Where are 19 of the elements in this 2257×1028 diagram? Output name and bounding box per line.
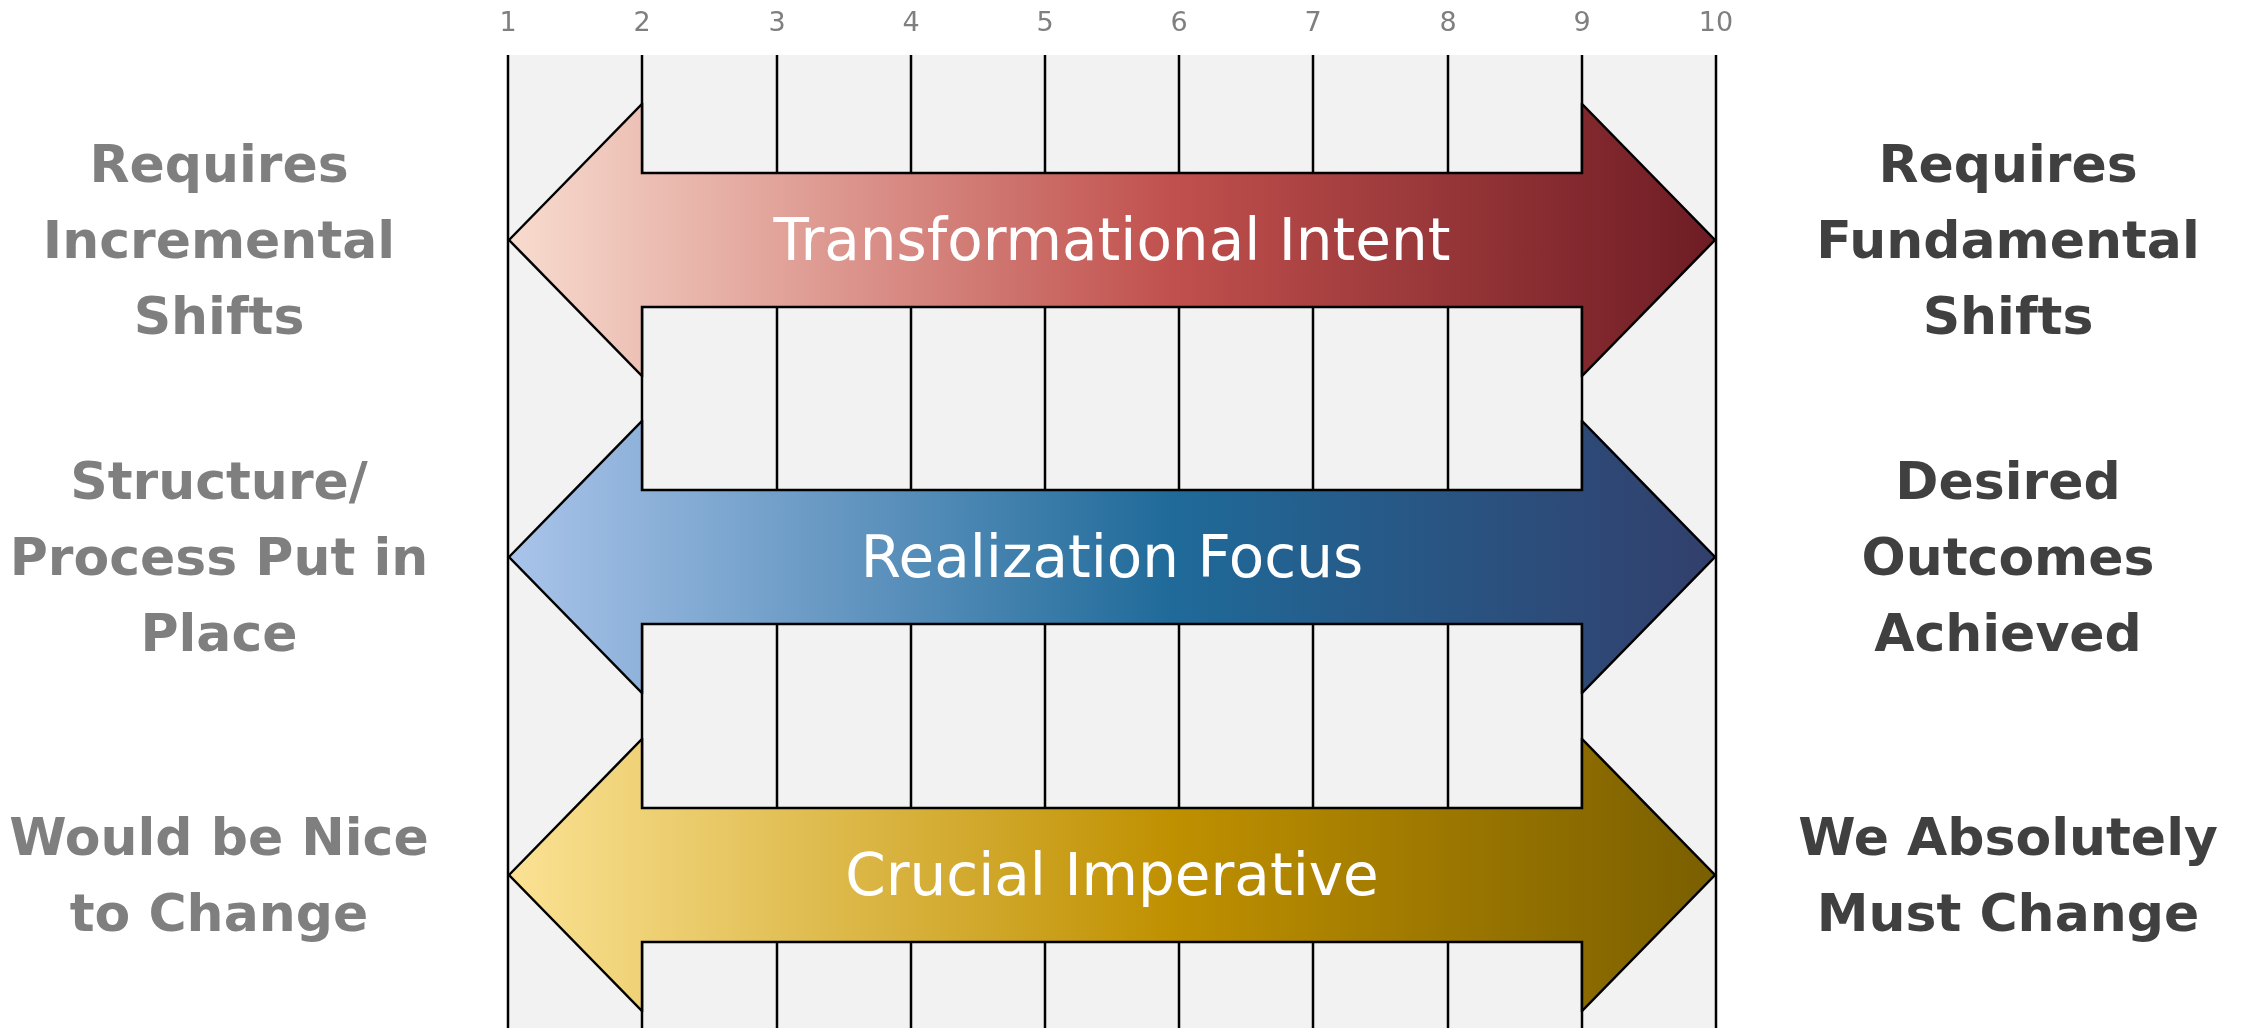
scale-number: 2	[632, 6, 652, 37]
low-end-label: Structure/ Process Put in Place	[8, 450, 430, 665]
scale-number: 7	[1303, 6, 1323, 37]
scale-number: 4	[901, 6, 921, 37]
scale-number: 3	[767, 6, 787, 37]
band-label: Transformational Intent	[772, 206, 1452, 274]
band-label: Crucial Imperative	[844, 841, 1380, 909]
scale-number: 9	[1572, 6, 1592, 37]
high-end-label: We Absolutely Must Change	[1797, 806, 2219, 945]
scale-number: 6	[1169, 6, 1189, 37]
scale-number: 5	[1035, 6, 1055, 37]
low-end-label: Requires Incremental Shifts	[41, 133, 397, 348]
high-end-label: Requires Fundamental Shifts	[1815, 133, 2201, 348]
low-end-label: Would be Nice to Change	[8, 806, 430, 945]
high-end-label: Desired Outcomes Achieved	[1860, 450, 2156, 665]
scale-number: 1	[498, 6, 518, 37]
band-label: Realization Focus	[859, 523, 1365, 591]
scale-number: 8	[1438, 6, 1458, 37]
scale-number: 10	[1697, 6, 1735, 37]
